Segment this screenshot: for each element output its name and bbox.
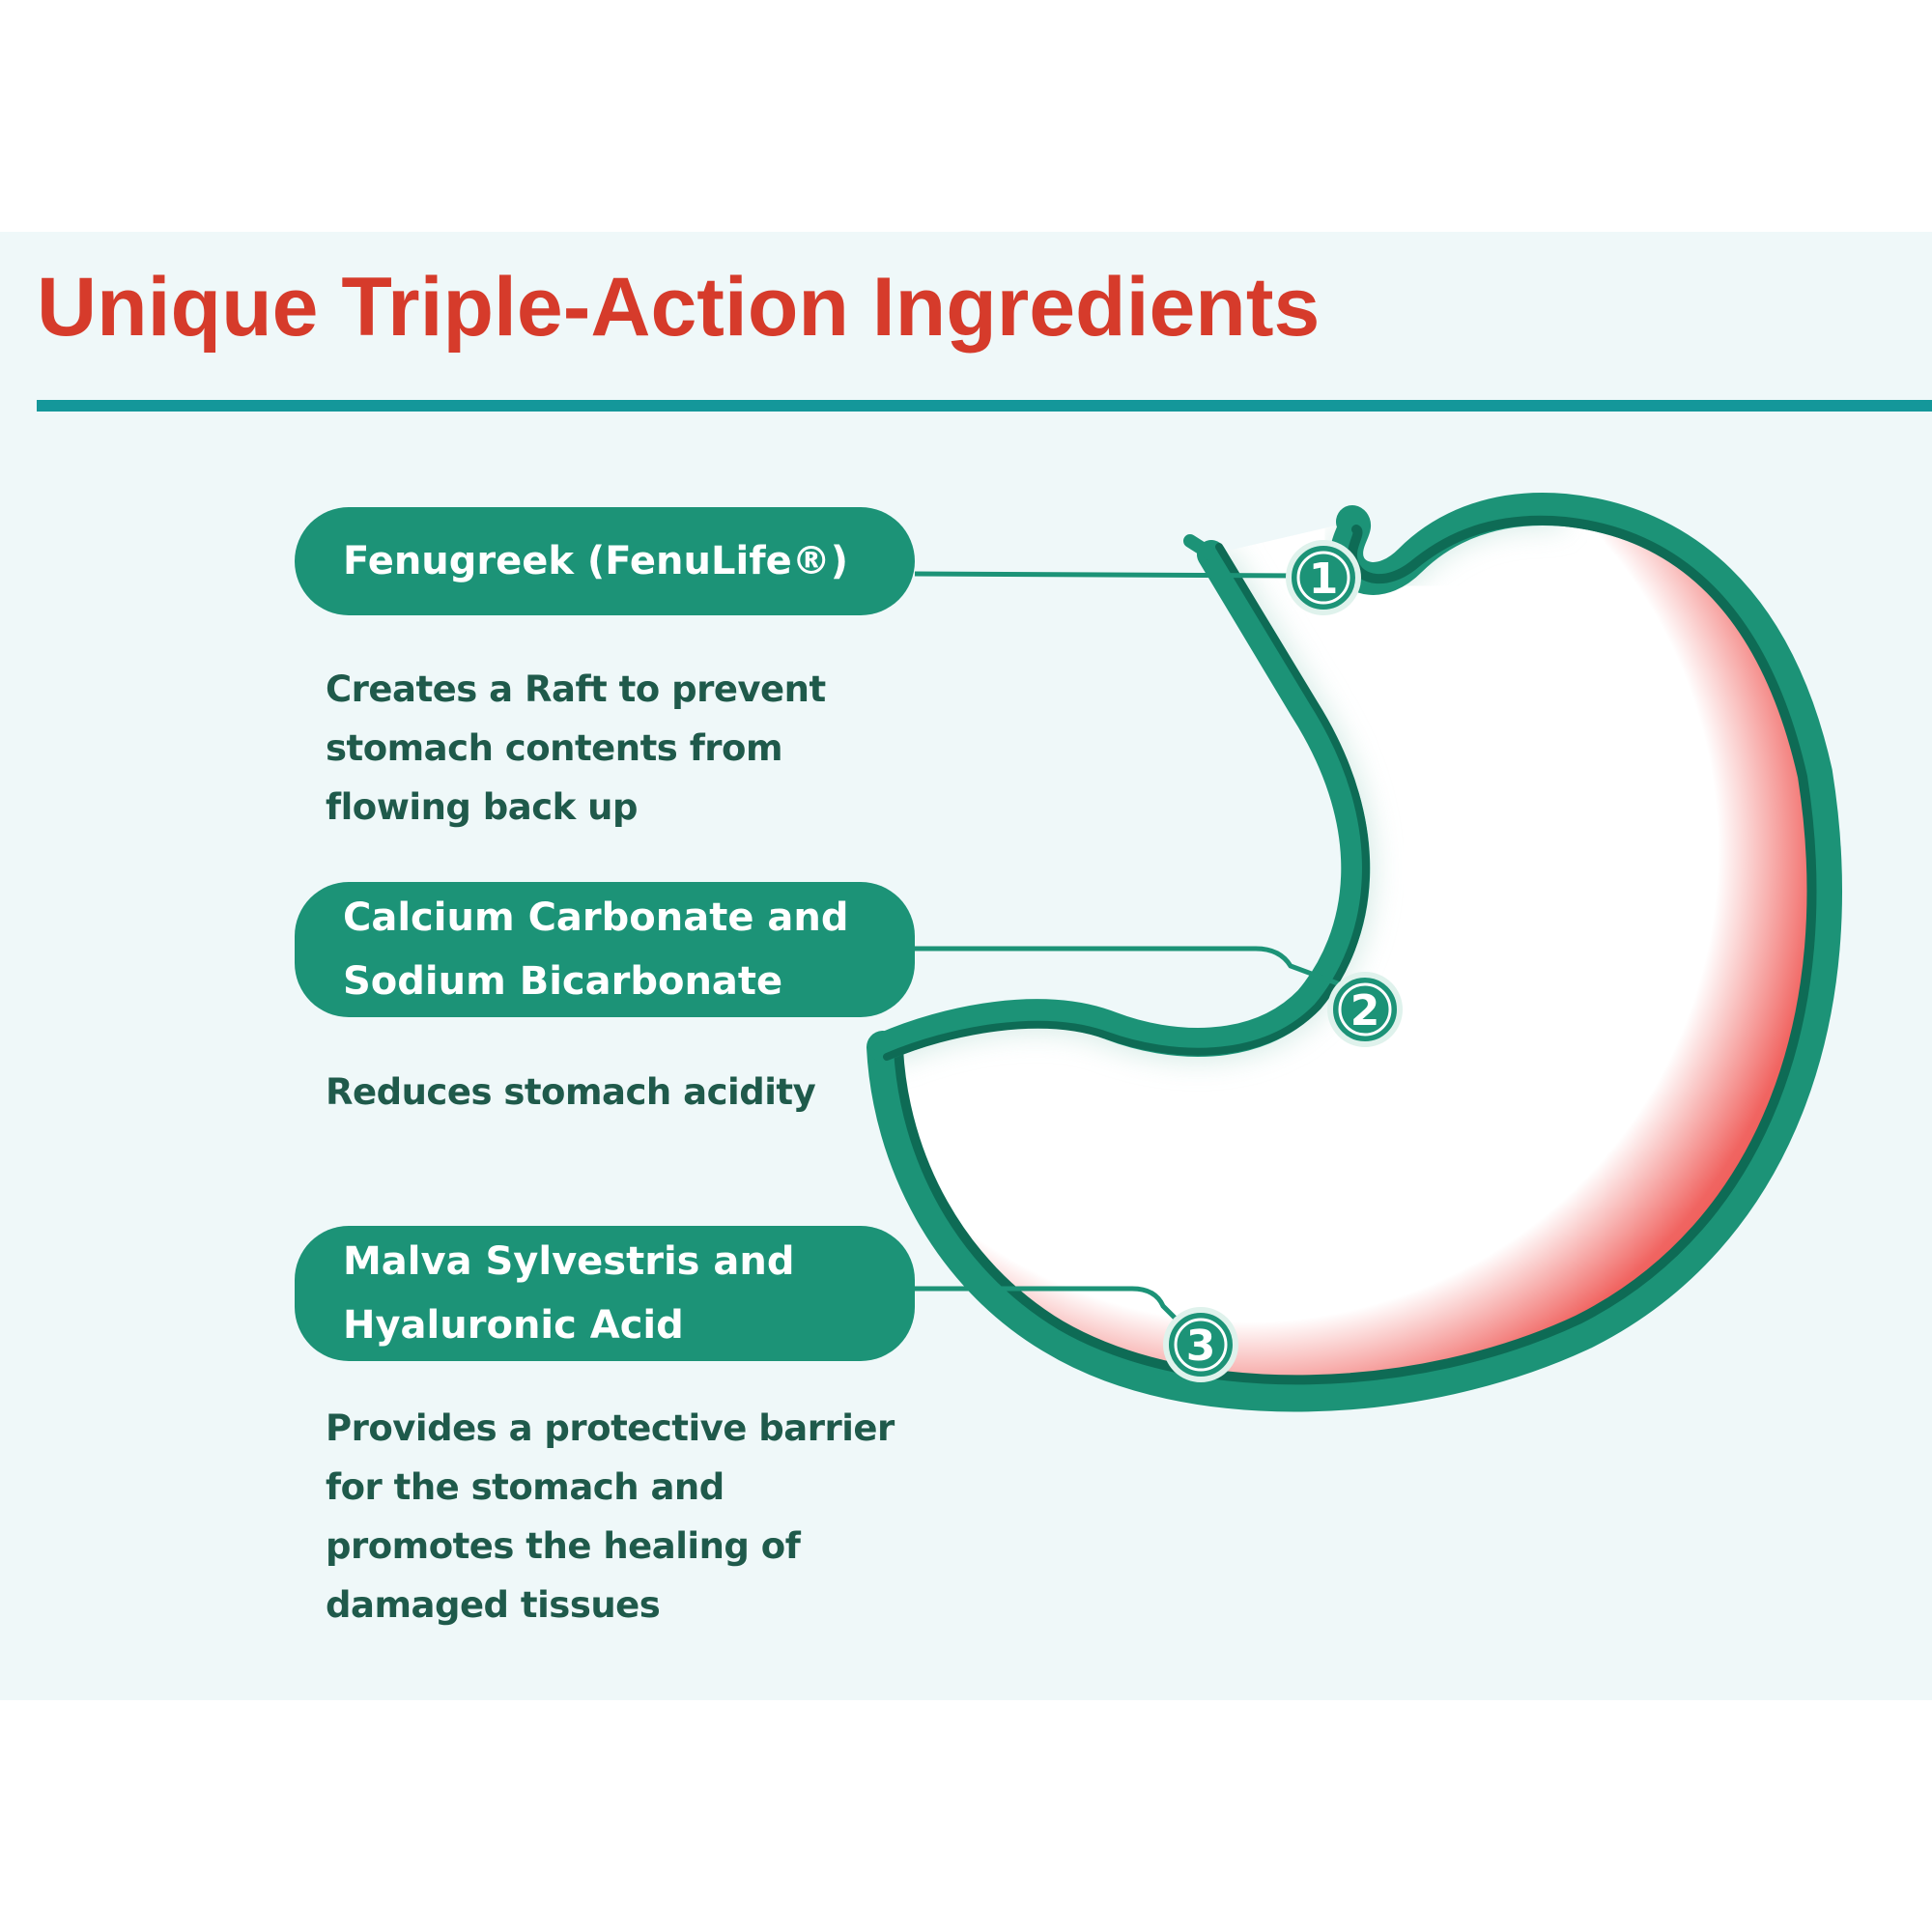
stomach-outer-wall [867,492,1842,1412]
badge-2-number: 2 [1350,986,1380,1036]
ingredient-1-description-line-3: flowing back up [326,786,638,828]
ingredient-2-label: Calcium Carbonate and Sodium Bicarbonate [295,882,915,1017]
ingredient-2-name-line-2: Sodium Bicarbonate [343,959,783,1004]
stomach-illustration [867,492,1842,1412]
ingredient-1-name-line-1: Fenugreek (FenuLife®) [343,539,849,583]
ingredient-3-description-line-2: for the stomach and [326,1466,724,1508]
ingredient-2-description-line-1: Reduces stomach acidity [326,1071,816,1113]
badge-1: 1 [1286,540,1361,615]
ingredient-1-description: Creates a Raft to prevent stomach conten… [326,660,826,837]
ingredient-3-description-line-1: Provides a protective barrier [326,1407,895,1449]
badge-3: 3 [1163,1307,1238,1382]
ingredient-3-description: Provides a protective barrier for the st… [326,1399,895,1634]
connector-2 [915,946,1344,988]
ingredient-1-label: Fenugreek (FenuLife®) [295,507,915,615]
ingredient-2-name-line-1: Calcium Carbonate and [343,895,849,940]
badge-1-number: 1 [1309,554,1339,604]
ingredient-3-name-line-1: Malva Sylvestris and [343,1239,795,1284]
badge-2: 2 [1327,972,1403,1047]
ingredient-3-label: Malva Sylvestris and Hyaluronic Acid [295,1226,915,1361]
connector-1 [914,571,1300,579]
ingredient-3-description-line-4: damaged tissues [326,1584,661,1626]
badge-3-number: 3 [1186,1321,1216,1371]
ingredient-2-description: Reduces stomach acidity [326,1063,816,1122]
title-underline [37,400,1932,412]
ingredient-1-description-line-2: stomach contents from [326,727,783,769]
ingredient-3-name-line-2: Hyaluronic Acid [343,1303,684,1348]
ingredient-1-description-line-1: Creates a Raft to prevent [326,668,826,710]
stomach-inner-wall [868,540,1371,1062]
page-title: Unique Triple-Action Ingredients [37,261,1321,354]
ingredient-3-description-line-3: promotes the healing of [326,1525,801,1567]
connector-3 [915,1286,1180,1323]
